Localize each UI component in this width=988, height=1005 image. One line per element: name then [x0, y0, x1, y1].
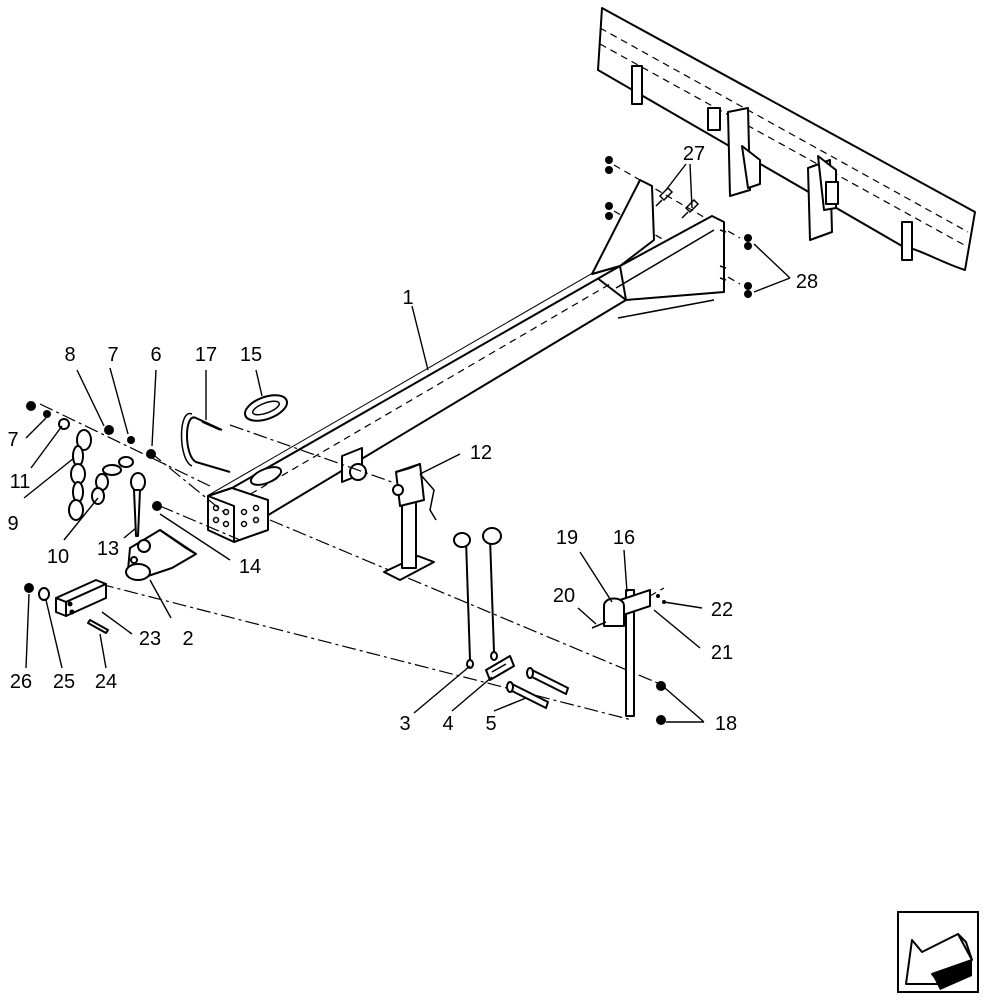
previous-page-arrow-icon[interactable]: [897, 911, 979, 993]
callout-26: 26: [10, 671, 32, 693]
toolbar: [597, 7, 976, 271]
callout-24: 24: [95, 671, 117, 693]
hitch-clevis: [125, 529, 197, 581]
callout-14: 14: [239, 556, 261, 578]
callout-25: 25: [53, 671, 75, 693]
jack-stand: [383, 463, 437, 581]
callout-23: 23: [139, 628, 161, 650]
callout-leaders: [23, 163, 791, 723]
callout-16: 16: [613, 527, 635, 549]
callout-21: 21: [711, 642, 733, 664]
bracket-and-bolt: [24, 579, 109, 634]
hitch-pin: [130, 472, 146, 537]
callout-13: 13: [97, 538, 119, 560]
callout-6: 6: [150, 344, 161, 366]
center-lines: [39, 403, 661, 721]
clip: [485, 655, 515, 681]
callout-10: 10: [47, 546, 69, 568]
callout-labels: 1 2 3 4 5 6 7 7 8 9 10 11 12 13 14 15 16…: [7, 143, 818, 735]
callout-19: 19: [556, 527, 578, 549]
callout-9: 9: [7, 513, 18, 535]
callout-27: 27: [683, 143, 705, 165]
callout-4: 4: [442, 713, 453, 735]
main-tongue-tube: [207, 179, 727, 543]
callout-5: 5: [485, 713, 496, 735]
short-chain: [91, 456, 134, 505]
long-pins: [453, 527, 502, 669]
callout-11: 11: [10, 471, 31, 493]
safety-chain: [68, 429, 92, 521]
u-bolt: [180, 413, 231, 473]
callout-7-upper: 7: [107, 344, 118, 366]
callout-3: 3: [399, 713, 410, 735]
bolts: [506, 667, 569, 709]
callout-8: 8: [64, 344, 75, 366]
callout-15: 15: [240, 344, 262, 366]
callout-18: 18: [715, 713, 737, 735]
callout-17: 17: [195, 344, 217, 366]
callout-12: 12: [470, 442, 492, 464]
light-bracket: [591, 587, 666, 725]
callout-20: 20: [553, 585, 575, 607]
callout-7-lower: 7: [7, 429, 18, 451]
ring: [243, 394, 289, 422]
callout-2: 2: [182, 628, 193, 650]
callout-22: 22: [711, 599, 733, 621]
callout-1: 1: [402, 287, 413, 309]
callout-28: 28: [796, 271, 818, 293]
